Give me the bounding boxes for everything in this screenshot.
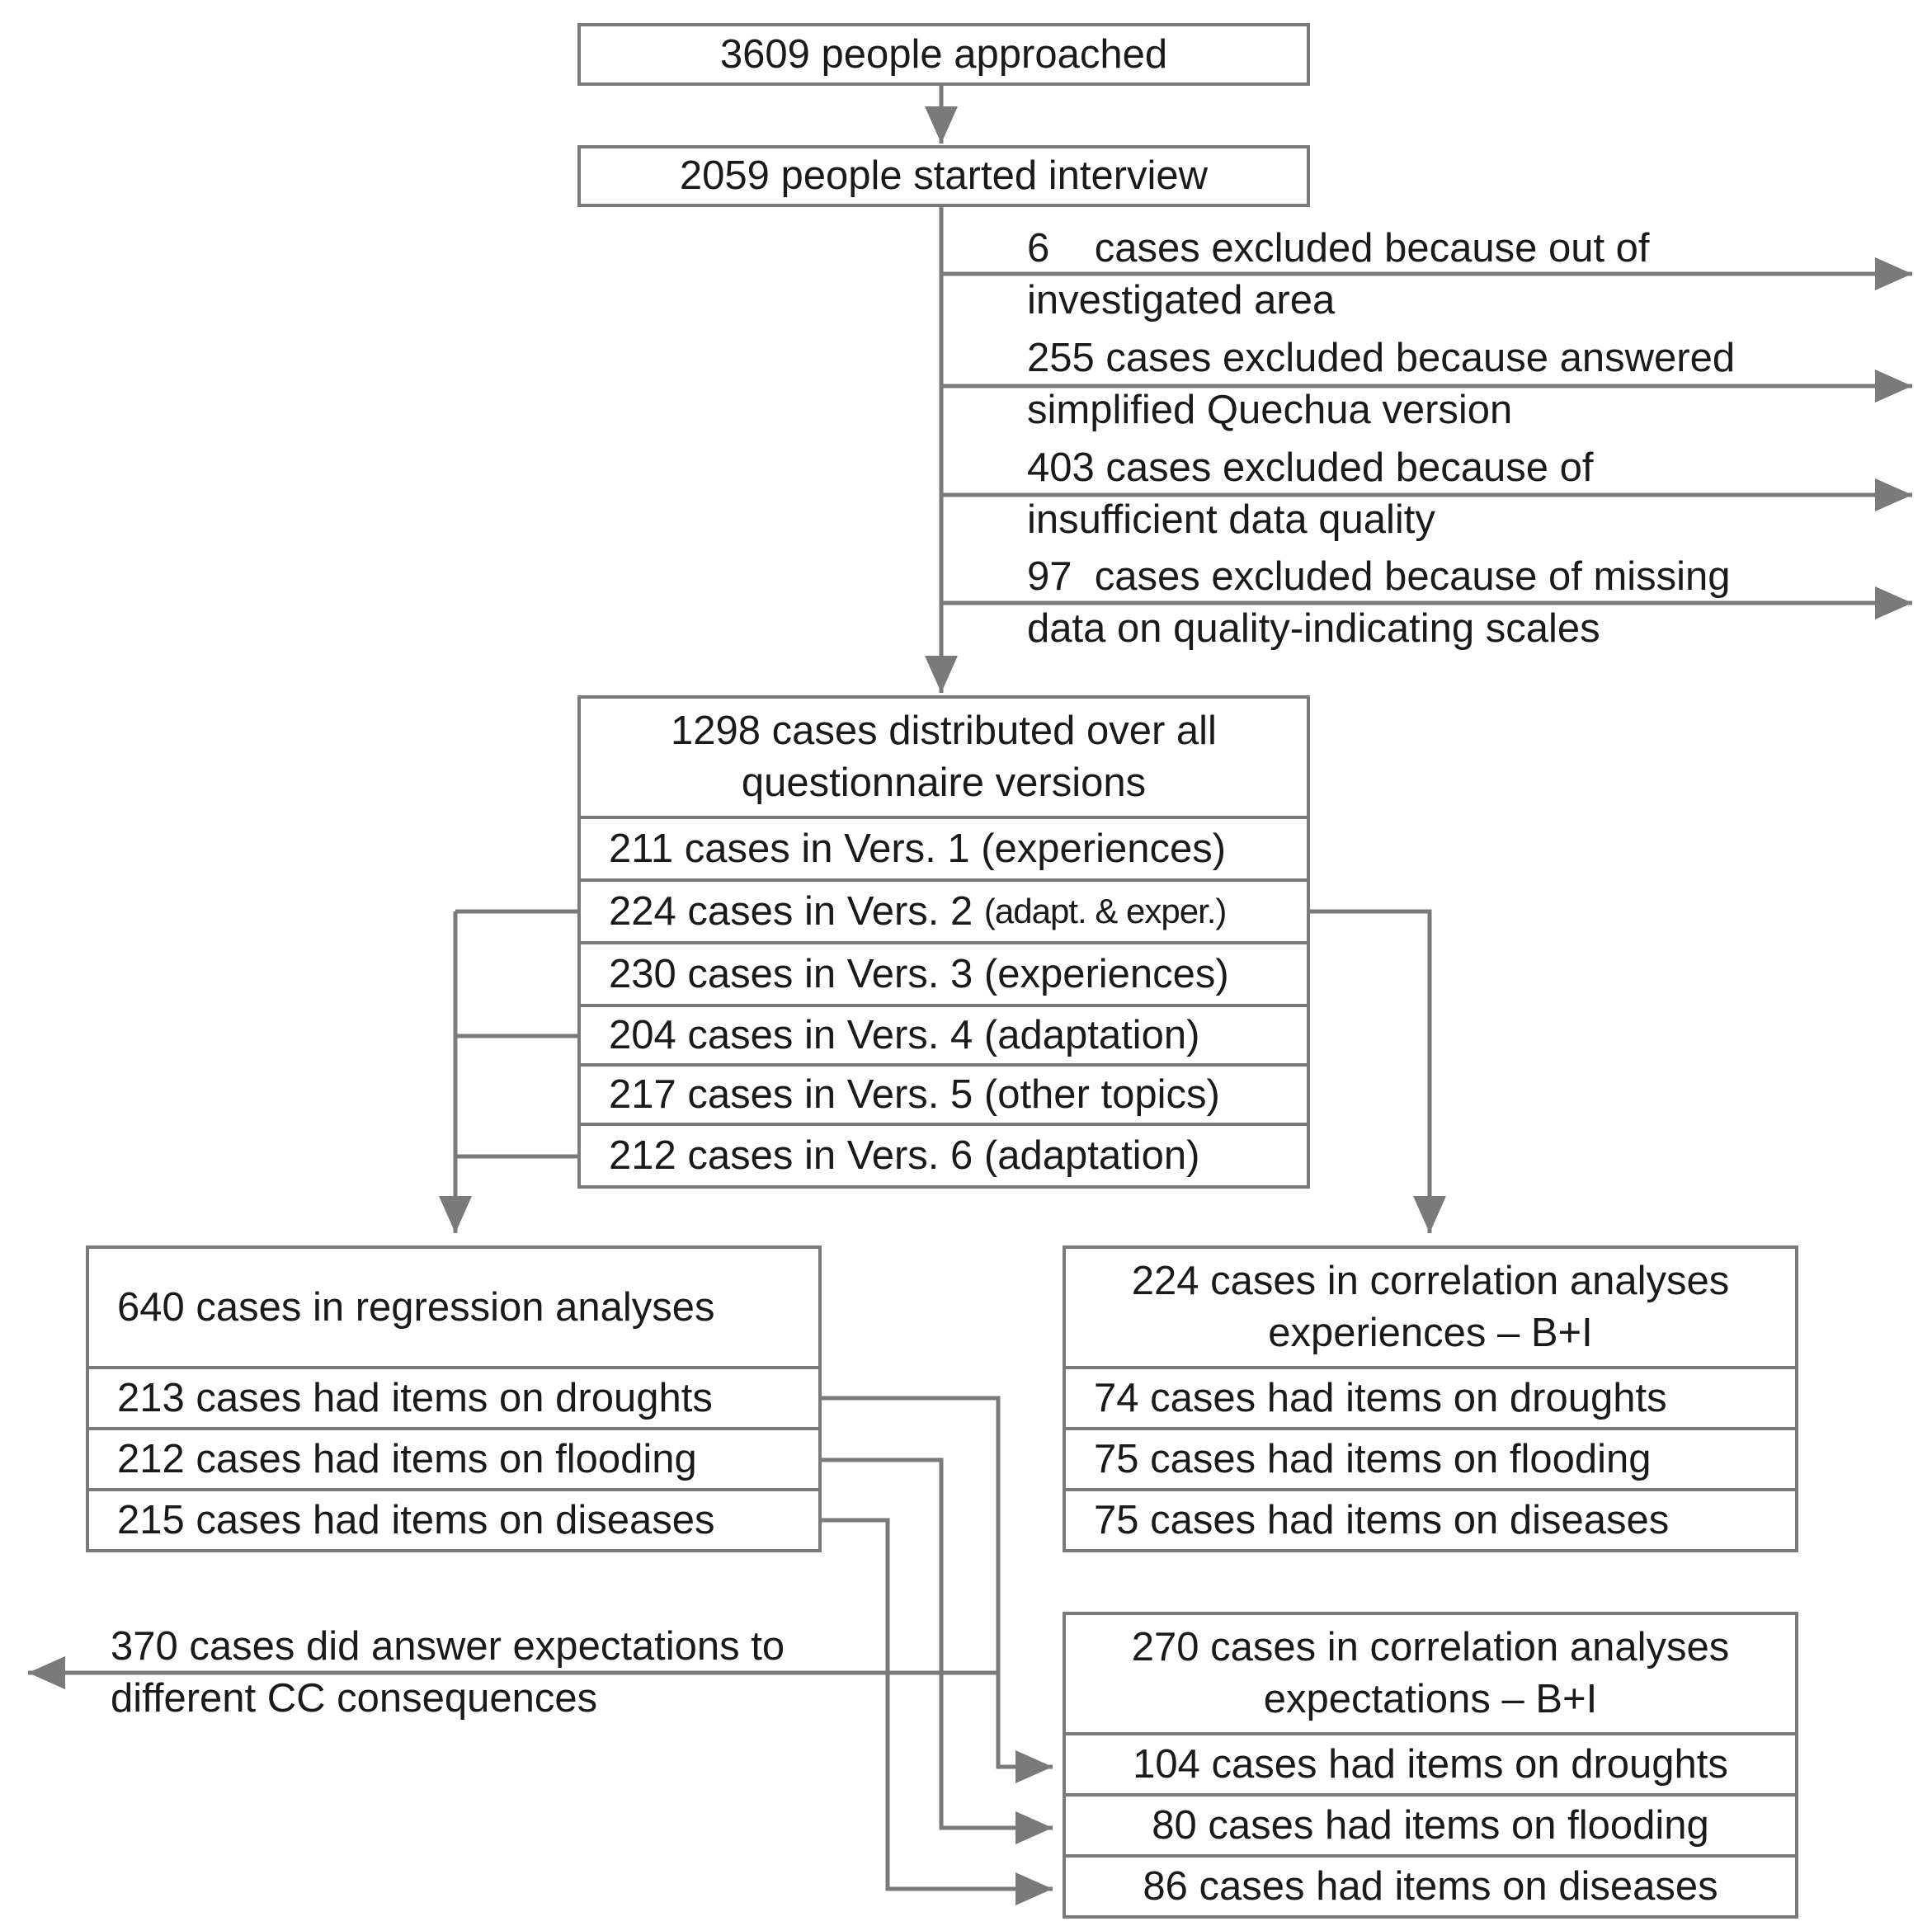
version-row-4: 204 cases in Vers. 4 (adaptation) [577,1004,1310,1067]
correlation-expectations-row-flooding: 80 cases had items on flooding [1063,1793,1798,1858]
version-6-label: 212 cases in Vers. 6 (adaptation) [609,1133,1200,1178]
distribution-header-line1: 1298 cases distributed over all [671,709,1217,753]
correlation-experiences-row-diseases: 75 cases had items on diseases [1063,1488,1798,1552]
exclusion-note-4: 97 cases excluded because of missing dat… [1027,551,1731,655]
exclusion-3-line2: insufficient data quality [1027,497,1435,542]
exclusion-4-line1: 97 cases excluded because of missing [1027,554,1731,599]
regression-header: 640 cases in regression analyses [86,1246,822,1369]
version-4-label: 204 cases in Vers. 4 (adaptation) [609,1012,1200,1057]
correlation-expectations-row-diseases: 86 cases had items on diseases [1063,1854,1798,1919]
regression-row-droughts: 213 cases had items on droughts [86,1366,822,1430]
exclusion-1-line2: investigated area [1027,278,1336,323]
correlation-experiences-line2: experiences – B+I [1268,1311,1593,1355]
exclusion-2-line2: simplified Quechua version [1027,388,1513,432]
expectations-note-line2: different CC consequences [111,1676,598,1721]
exclusion-note-3: 403 cases excluded because of insufficie… [1027,442,1593,546]
version-3-label: 230 cases in Vers. 3 (experiences) [609,951,1229,996]
correlation-expectations-line1: 270 cases in correlation analyses [1131,1625,1730,1669]
correlation-expectations-line2: expectations – B+I [1263,1677,1598,1721]
version-row-3: 230 cases in Vers. 3 (experiences) [577,941,1310,1007]
exclusion-1-line1: 6 cases excluded because out of [1027,226,1650,271]
correlation-expectations-header: 270 cases in correlation analyses expect… [1063,1612,1798,1735]
version-5-label: 217 cases in Vers. 5 (other topics) [609,1071,1220,1117]
distribution-header: 1298 cases distributed over all question… [577,695,1310,819]
distribution-header-line2: questionnaire versions [741,761,1147,805]
version-row-2: 224 cases in Vers. 2 (adapt. & exper.) [577,878,1310,944]
version-row-5: 217 cases in Vers. 5 (other topics) [577,1063,1310,1126]
version-2-label: 224 cases in Vers. 2 [609,888,984,934]
version-row-6: 212 cases in Vers. 6 (adaptation) [577,1123,1310,1189]
regression-row-flooding: 212 cases had items on flooding [86,1427,822,1491]
regression-row-diseases: 215 cases had items on diseases [86,1488,822,1552]
exclusion-note-1: 6 cases excluded because out of investig… [1027,223,1650,327]
correlation-experiences-line1: 224 cases in correlation analyses [1131,1259,1730,1303]
started-interview-box: 2059 people started interview [577,145,1310,207]
version-1-label: 211 cases in Vers. 1 (experiences) [609,826,1227,871]
arrow-droughts-to-expectations [822,1396,1053,1783]
correlation-experiences-row-flooding: 75 cases had items on flooding [1063,1427,1798,1491]
arrow-flooding-to-expectations [822,1457,1053,1844]
arrow-to-correlation-experiences [1307,909,1446,1233]
expectations-note-line1: 370 cases did answer expectations to [111,1624,785,1669]
approached-box: 3609 people approached [577,23,1310,86]
correlation-expectations-row-droughts: 104 cases had items on droughts [1063,1732,1798,1797]
correlation-experiences-header: 224 cases in correlation analyses experi… [1063,1246,1798,1369]
exclusion-note-2: 255 cases excluded because answered simp… [1027,332,1735,436]
expectations-note: 370 cases did answer expectations to dif… [111,1621,785,1725]
arrow-diseases-to-expectations [822,1518,1053,1905]
exclusion-3-line1: 403 cases excluded because of [1027,445,1594,490]
version-row-1: 211 cases in Vers. 1 (experiences) [577,816,1310,882]
correlation-experiences-row-droughts: 74 cases had items on droughts [1063,1366,1798,1430]
version-2-topic: (adapt. & exper.) [983,892,1228,930]
exclusion-4-line2: data on quality-indicating scales [1027,606,1600,651]
exclusion-2-line1: 255 cases excluded because answered [1027,336,1736,380]
